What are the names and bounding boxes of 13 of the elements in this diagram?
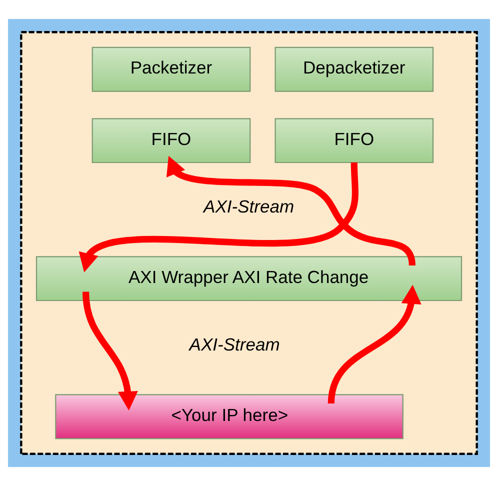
- node-box: FIFO: [274, 118, 434, 163]
- arrow: [78, 162, 358, 272]
- label: AXI-Stream: [189, 334, 280, 354]
- node-box: FIFO: [92, 118, 251, 163]
- node-box: AXI Wrapper AXI Rate Change: [36, 256, 462, 301]
- node-box: Depacketizer: [274, 46, 434, 92]
- node-box: <Your IP here>: [55, 394, 404, 439]
- arrow: [328, 284, 422, 404]
- label: AXI-Stream: [204, 196, 294, 216]
- cluster: [20, 30, 478, 454]
- arrow: [82, 291, 138, 410]
- node-box: Packetizer: [92, 46, 251, 92]
- arrow: [166, 155, 416, 266]
